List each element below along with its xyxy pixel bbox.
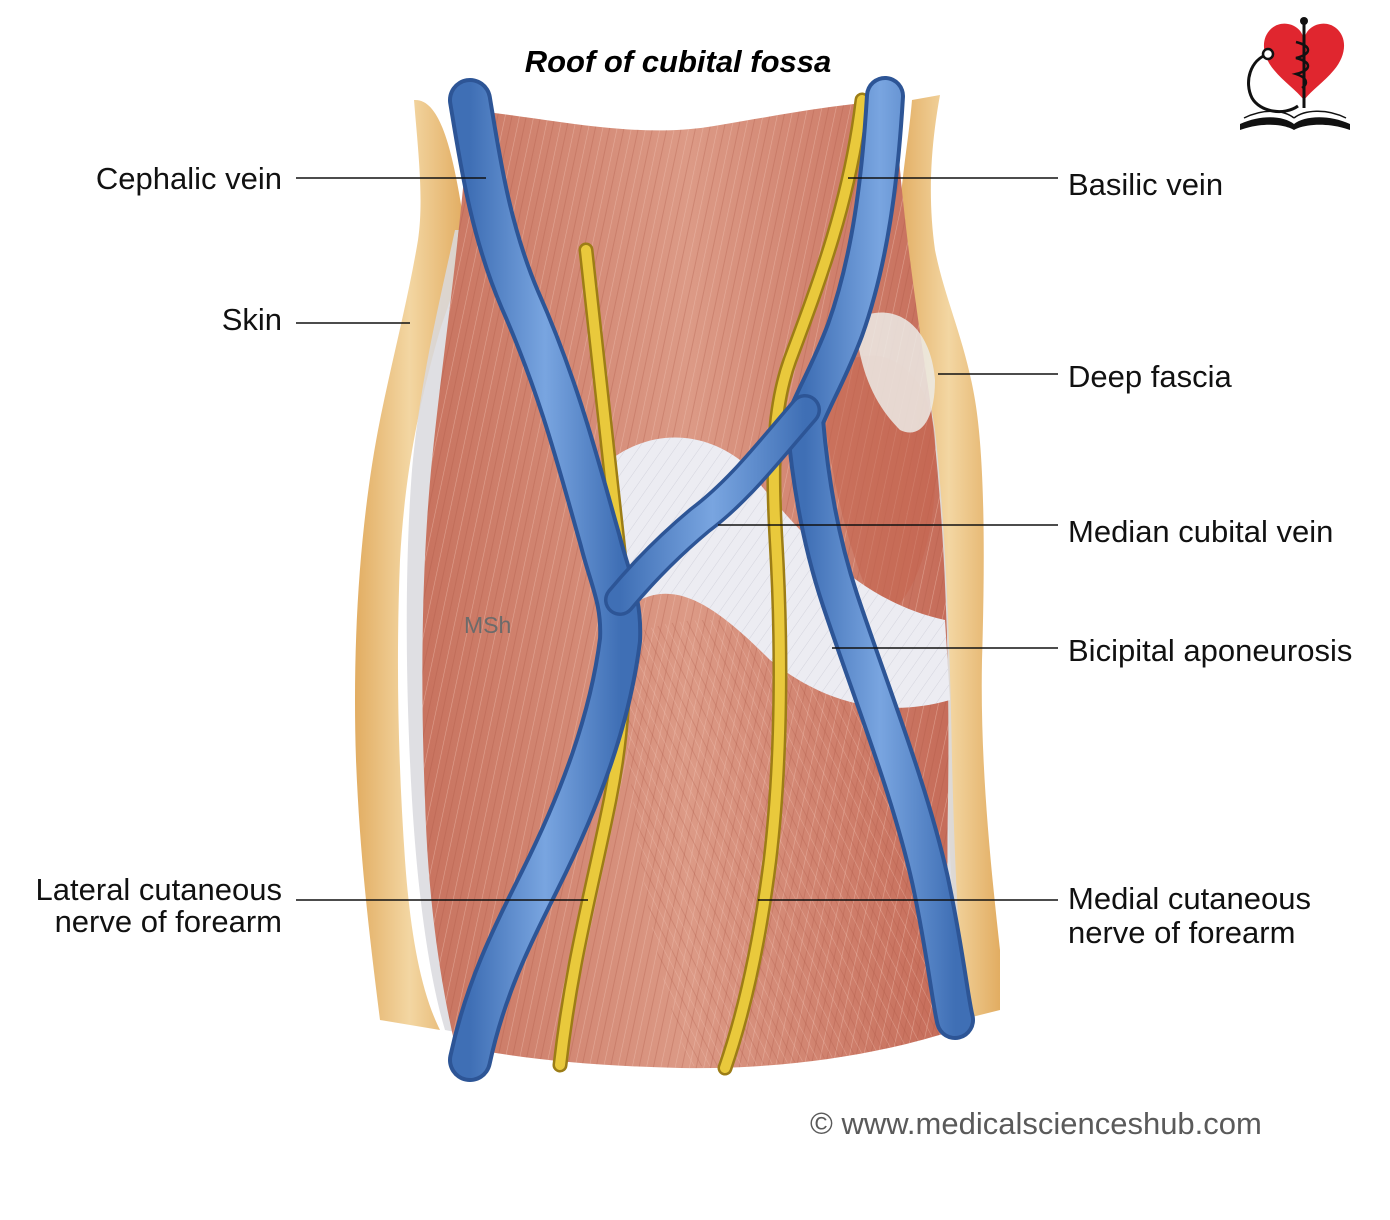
label-deep-fascia: Deep fascia: [1068, 359, 1232, 394]
label-medial-cutaneous-line2: nerve of forearm: [1068, 915, 1296, 950]
veins: [448, 76, 975, 1082]
medical-logo-icon: [1240, 17, 1350, 130]
label-lateral-cutaneous-line2: nerve of forearm: [54, 904, 282, 939]
copyright-text: © www.medicalscienceshub.com: [810, 1106, 1262, 1141]
deep-fascia-patch: [855, 312, 935, 433]
label-medial-cutaneous-line1: Medial cutaneous: [1068, 881, 1311, 916]
label-lateral-cutaneous-line1: Lateral cutaneous: [35, 872, 282, 907]
figure-title: Roof of cubital fossa: [524, 44, 832, 79]
label-skin: Skin: [221, 302, 282, 337]
deep-fascia-band: [406, 230, 475, 1035]
watermark-text: MSh: [464, 612, 512, 638]
leader-lines: [296, 177, 1058, 901]
label-basilic-vein: Basilic vein: [1068, 167, 1224, 202]
label-median-cubital-vein: Median cubital vein: [1068, 514, 1334, 549]
skin-outer-right: [897, 95, 1000, 1020]
label-bicipital-aponeurosis: Bicipital aponeurosis: [1068, 633, 1353, 668]
label-cephalic-vein: Cephalic vein: [95, 161, 282, 196]
